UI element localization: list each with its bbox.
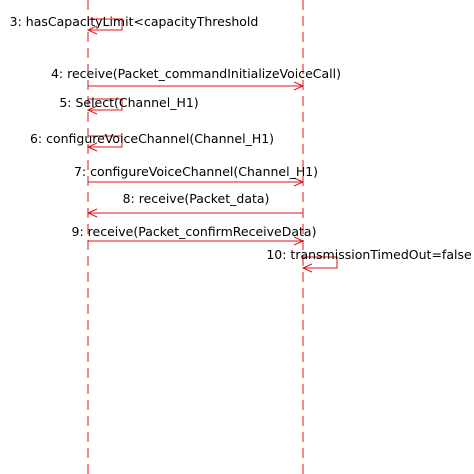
message-5: 7: configureVoiceChannel(Channel_H1) <box>74 164 318 187</box>
messages: 3: hasCapacityLimit<capacityThreshold 4: … <box>10 14 472 273</box>
message-arrowhead <box>293 177 305 187</box>
message-8: 10: transmissionTimedOut=false <box>266 247 472 273</box>
message-arrowhead <box>301 263 313 273</box>
message-label: 6: configureVoiceChannel(Channel_H1) <box>30 131 274 146</box>
message-label: 7: configureVoiceChannel(Channel_H1) <box>74 164 318 179</box>
self-message-loop <box>88 18 123 31</box>
message-arrowhead <box>86 208 98 218</box>
message-arrowhead <box>86 25 98 35</box>
self-message-loop <box>303 256 338 269</box>
message-arrowhead <box>86 142 98 152</box>
message-arrowhead <box>86 105 98 115</box>
message-6: 8: receive(Packet_data) <box>86 191 303 218</box>
message-label: 8: receive(Packet_data) <box>123 191 270 206</box>
message-label: 4: receive(Packet_commandInitializeVoice… <box>51 66 341 81</box>
message-1: 3: hasCapacityLimit<capacityThreshold <box>10 14 259 35</box>
message-arrowhead <box>293 236 305 246</box>
message-label: 5: Select(Channel_H1) <box>59 95 198 110</box>
message-3: 5: Select(Channel_H1) <box>59 95 199 115</box>
message-2: 4: receive(Packet_commandInitializeVoice… <box>51 66 341 91</box>
self-message-loop <box>88 98 123 111</box>
self-message-loop <box>88 135 123 148</box>
message-label: 3: hasCapacityLimit<capacityThreshold <box>10 14 259 29</box>
message-label: 9: receive(Packet_confirmReceiveData) <box>72 224 317 239</box>
message-7: 9: receive(Packet_confirmReceiveData) <box>72 224 317 246</box>
message-arrowhead <box>293 81 305 91</box>
message-label: 10: transmissionTimedOut=false <box>266 247 472 262</box>
message-4: 6: configureVoiceChannel(Channel_H1) <box>30 131 274 152</box>
